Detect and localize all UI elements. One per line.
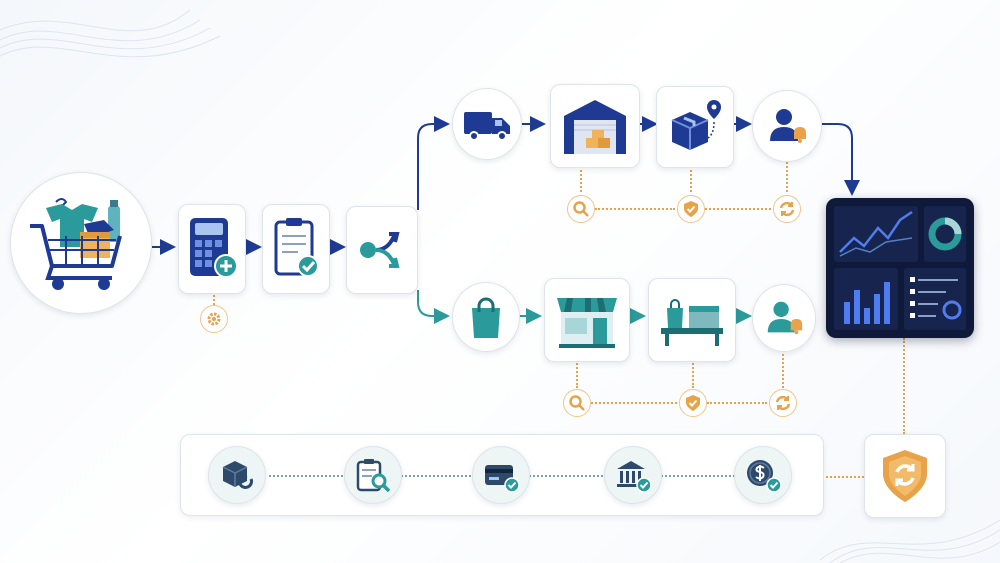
shield-badge[interactable] bbox=[677, 195, 705, 223]
shopping-bag-node[interactable] bbox=[452, 282, 520, 352]
refresh-badge[interactable] bbox=[773, 195, 801, 223]
storefront-node[interactable] bbox=[544, 278, 630, 362]
dotted-connector bbox=[707, 402, 767, 404]
delivery-truck-icon bbox=[464, 112, 510, 141]
search-icon bbox=[573, 201, 589, 217]
shield-check-icon bbox=[684, 201, 698, 217]
shield-badge[interactable] bbox=[679, 389, 707, 417]
shopping-bag-icon bbox=[472, 297, 500, 338]
dotted-connector bbox=[903, 338, 905, 434]
bank-refund-node[interactable] bbox=[604, 446, 662, 504]
analytics-dashboard[interactable] bbox=[826, 198, 974, 338]
dotted-connector bbox=[782, 354, 784, 388]
user-notification-icon bbox=[767, 301, 803, 335]
shopping-cart-icon bbox=[30, 198, 122, 290]
clipboard-node[interactable] bbox=[262, 204, 330, 294]
inspection-node[interactable] bbox=[344, 446, 402, 504]
dotted-connector bbox=[690, 166, 692, 192]
card-refund-node[interactable] bbox=[472, 446, 530, 504]
pickup-counter-node[interactable] bbox=[648, 278, 736, 362]
dotted-connector bbox=[786, 162, 788, 192]
refund-complete-node[interactable] bbox=[734, 446, 792, 504]
pickup-counter-icon bbox=[661, 299, 723, 346]
shield-check-icon bbox=[686, 395, 700, 411]
dotted-connector bbox=[576, 360, 578, 388]
dotted-connector bbox=[822, 476, 864, 478]
refresh-icon bbox=[775, 395, 791, 411]
search-icon bbox=[569, 395, 585, 411]
refund-coin-icon bbox=[747, 460, 782, 493]
delivery-truck-node[interactable] bbox=[452, 88, 522, 160]
inspection-icon bbox=[356, 459, 391, 493]
user-notification-icon bbox=[770, 109, 806, 143]
return-package-node[interactable] bbox=[208, 446, 266, 504]
refresh-icon bbox=[779, 201, 795, 217]
calculator-node[interactable] bbox=[178, 204, 246, 294]
warehouse-icon bbox=[564, 100, 626, 154]
dotted-connector bbox=[595, 208, 675, 210]
storefront-icon bbox=[557, 298, 617, 348]
dotted-connector bbox=[213, 295, 215, 305]
order-split-node[interactable] bbox=[346, 206, 418, 294]
shield-refresh-icon bbox=[883, 450, 927, 502]
clipboard-check-icon bbox=[274, 218, 319, 277]
background-wave-decoration bbox=[0, 9, 221, 58]
package-tracking-node[interactable] bbox=[656, 86, 734, 168]
dotted-connector bbox=[591, 402, 677, 404]
return-package-icon bbox=[222, 461, 253, 489]
bank-check-icon bbox=[617, 461, 652, 493]
refresh-badge[interactable] bbox=[769, 389, 797, 417]
background-wave-decoration-bottom bbox=[820, 519, 1000, 563]
analytics-dashboard-icon bbox=[834, 206, 966, 330]
gear-badge[interactable] bbox=[200, 305, 228, 333]
credit-card-check-icon bbox=[485, 465, 520, 493]
dotted-connector bbox=[580, 166, 582, 192]
search-badge[interactable] bbox=[563, 389, 591, 417]
split-arrow-icon bbox=[360, 232, 400, 268]
shield-refresh-node[interactable] bbox=[864, 434, 946, 518]
gear-icon bbox=[207, 312, 221, 326]
dotted-connector bbox=[705, 208, 771, 210]
warehouse-node[interactable] bbox=[550, 84, 640, 168]
package-location-icon bbox=[671, 100, 721, 150]
calculator-icon bbox=[190, 218, 238, 278]
pickup-notify-node[interactable] bbox=[752, 284, 816, 352]
search-badge[interactable] bbox=[567, 195, 595, 223]
dotted-connector bbox=[692, 360, 694, 388]
customer-notify-node[interactable] bbox=[752, 90, 822, 162]
shopping-cart-node[interactable] bbox=[10, 172, 152, 314]
